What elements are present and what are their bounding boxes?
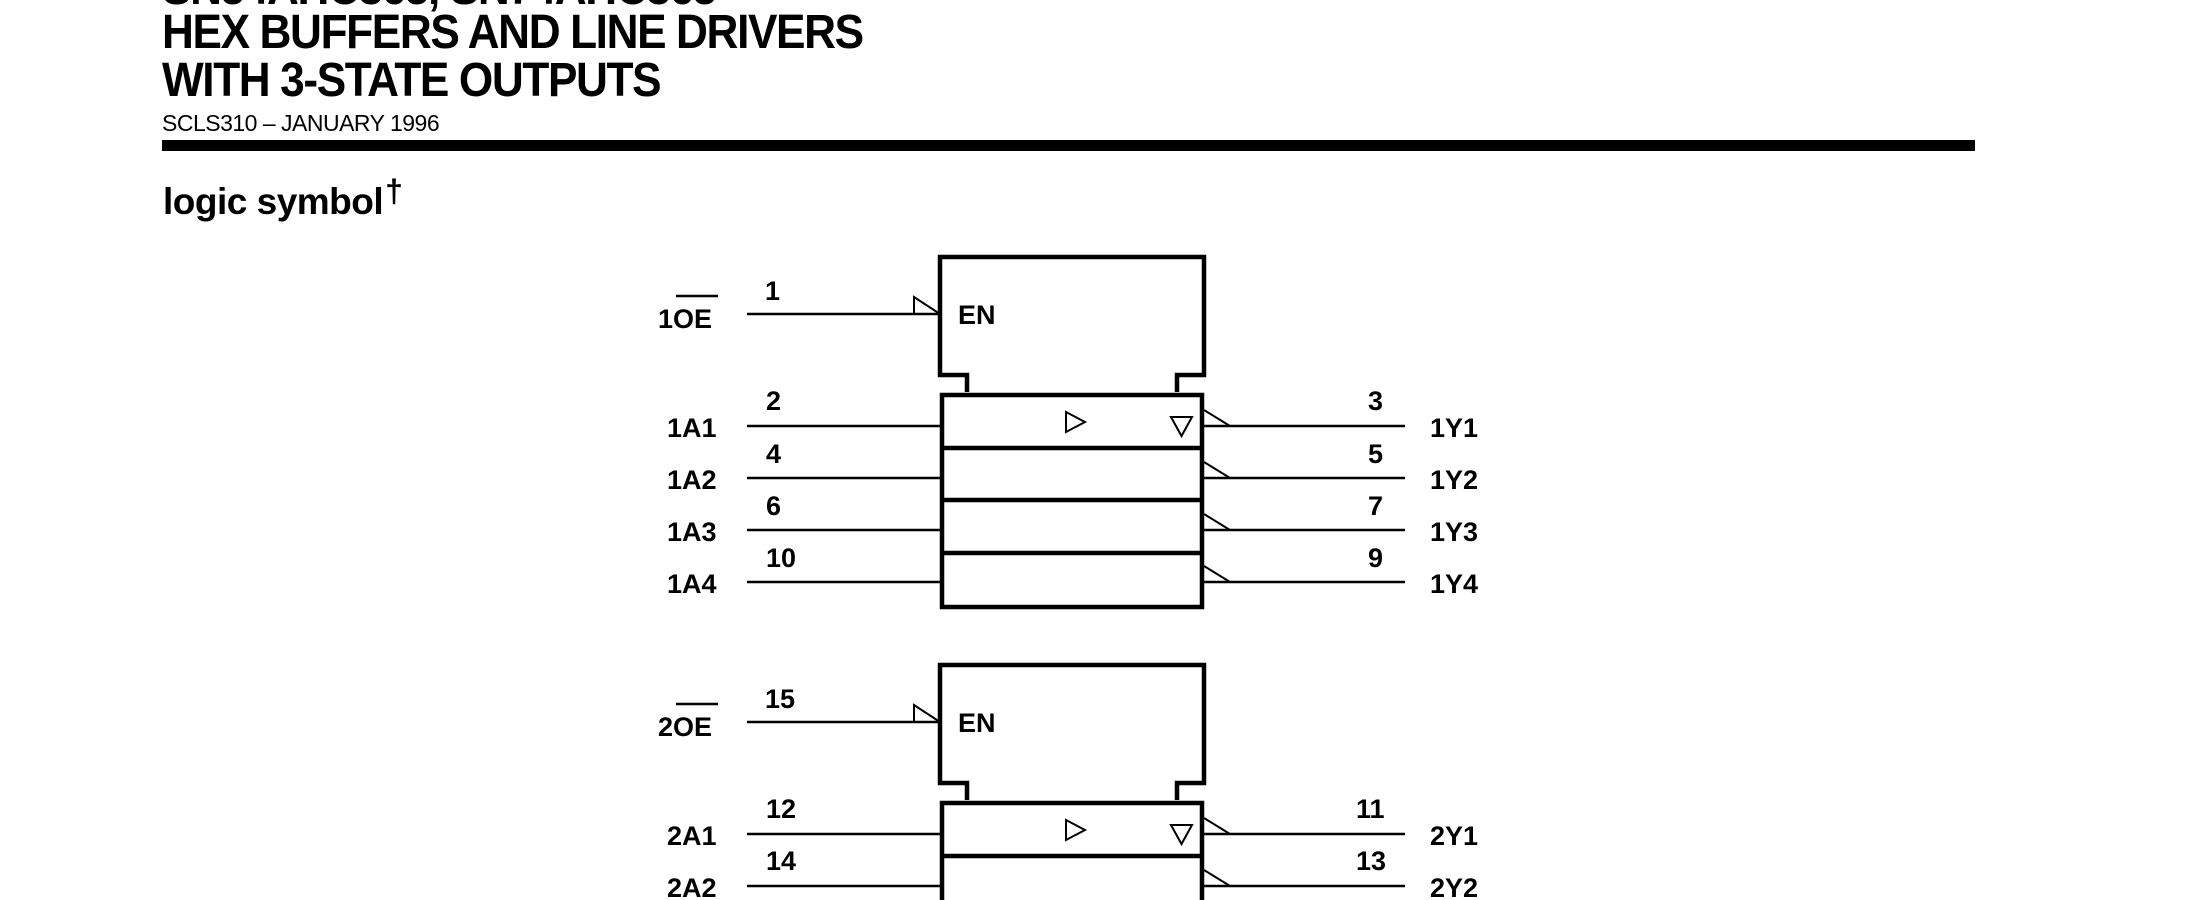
- footnote-mark: †: [385, 173, 403, 209]
- input-signal: 1A2: [667, 465, 717, 495]
- enable-box-1: [937, 254, 1207, 392]
- output-pin: 3: [1368, 386, 1383, 416]
- enable-label-2: EN: [958, 708, 996, 738]
- block-1: EN 1 1OE 2 1A1 3 1Y1 4 1A2 5 1Y2 6 1A3: [658, 254, 1478, 610]
- enable-signal-2: 2OE: [658, 712, 712, 742]
- output-signal: 1Y4: [1430, 569, 1478, 599]
- output-signal: 2Y1: [1430, 821, 1478, 851]
- active-low-indicator-icon: [913, 295, 941, 315]
- three-state-output-icon: [1169, 416, 1194, 439]
- output-signal: 1Y2: [1430, 465, 1478, 495]
- input-signal: 1A3: [667, 517, 717, 547]
- input-pin: 4: [766, 439, 781, 469]
- enable-pin-1: 1: [765, 276, 780, 306]
- enable-signal-bar: OE: [673, 712, 712, 742]
- output-signal: 1Y1: [1430, 413, 1478, 443]
- enable-label-1: EN: [958, 300, 996, 330]
- input-pin: 10: [766, 543, 796, 573]
- output-pin: 5: [1368, 439, 1383, 469]
- channel-stack-2: [939, 800, 1205, 900]
- input-signal: 2A1: [667, 821, 717, 851]
- input-signal: 1A1: [667, 413, 717, 443]
- input-pin: 6: [766, 491, 781, 521]
- active-low-output-icon: [1203, 461, 1231, 479]
- active-low-output-icon: [1203, 513, 1231, 531]
- enable-pin-2: 15: [765, 684, 795, 714]
- output-pin: 11: [1356, 794, 1385, 824]
- enable-signal-1: 1OE: [658, 304, 712, 334]
- section-title: logic symbol†: [163, 173, 403, 223]
- output-pin: 7: [1368, 491, 1383, 521]
- buffer-symbol-icon: [1065, 410, 1088, 434]
- active-low-output-icon: [1203, 409, 1231, 427]
- enable-signal-prefix: 2: [658, 712, 673, 742]
- header-rule: [162, 140, 1975, 151]
- three-state-output-icon: [1169, 824, 1194, 847]
- output-signal: 2Y2: [1430, 873, 1478, 900]
- active-low-output-icon: [1203, 817, 1231, 835]
- document-number: SCLS310 – JANUARY 1996: [162, 110, 440, 136]
- enable-box-2: [937, 662, 1207, 800]
- output-pin: 9: [1368, 543, 1383, 573]
- section-title-text: logic symbol: [163, 181, 384, 222]
- input-signal: 2A2: [667, 873, 717, 900]
- enable-signal-bar: OE: [673, 304, 712, 334]
- title-line-1: HEX BUFFERS AND LINE DRIVERS: [162, 6, 864, 59]
- active-low-indicator-icon: [913, 703, 941, 723]
- input-pin: 14: [766, 846, 796, 876]
- output-pin: 13: [1356, 846, 1386, 876]
- buffer-symbol-icon: [1065, 818, 1088, 842]
- title-line-2: WITH 3-STATE OUTPUTS: [162, 54, 662, 107]
- active-low-output-icon: [1203, 565, 1231, 583]
- title-line-partial: SN54AHC365, SN74AHC365: [162, 0, 717, 13]
- input-pin: 2: [766, 386, 781, 416]
- block-2: EN 15 2OE 12 2A1 11 2Y1 14 2A2 13 2Y2: [658, 662, 1478, 900]
- active-low-output-icon: [1203, 869, 1231, 887]
- input-signal: 1A4: [667, 569, 717, 599]
- output-signal: 1Y3: [1430, 517, 1478, 547]
- enable-signal-prefix: 1: [658, 304, 673, 334]
- input-pin: 12: [766, 794, 796, 824]
